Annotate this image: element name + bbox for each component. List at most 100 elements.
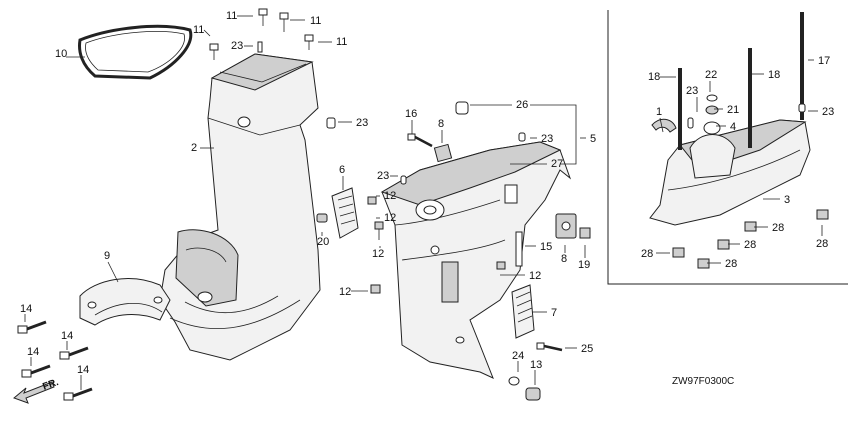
callout-c11a: 11 [226,10,253,22]
part-number-label: 12 [372,248,384,260]
bracket-5 [530,104,577,165]
callout-c17: 17 [808,55,830,67]
callout-c5: 5 [580,133,596,145]
callout-c1: 1 [656,106,664,133]
callout-c23e: 23 [686,85,698,112]
callout-c18b: 18 [752,69,780,81]
gear-case-assembly [649,12,829,269]
part-number-label: 12 [384,212,396,224]
part-number-label: 7 [551,307,557,319]
callout-c2: 2 [191,142,214,154]
bolt-14-group [17,320,93,401]
callout-c8b: 8 [561,245,567,265]
part-number-label: 28 [772,222,784,234]
part-number-label: 23 [231,40,243,52]
part-number-label: 16 [405,108,417,120]
gasket-ring [78,24,193,80]
part-number-label: 5 [590,133,596,145]
callout-c7: 7 [532,307,557,319]
water-screen-grille-6 [331,187,359,239]
callout-c23b: 23 [338,117,368,129]
callout-c26: 26 [470,99,528,111]
part-number-label: 4 [730,121,736,133]
callout-c15: 15 [525,241,552,253]
callout-c6: 6 [339,164,345,190]
part-number-label: 12 [339,286,351,298]
callout-c10: 10 [55,48,85,60]
diagram-code: ZW97F0300C [672,376,734,387]
callout-c21: 21 [714,104,739,116]
callout-c12d: 12 [500,270,541,282]
extension-case [159,41,336,361]
part-number-label: 23 [356,117,368,129]
part-number-label: 28 [744,239,756,251]
part-number-label: 10 [55,48,67,60]
callout-c8a: 8 [438,118,444,143]
part-number-label: 27 [551,158,563,170]
part-number-label: 18 [648,71,660,83]
part-number-label: 14 [20,303,32,315]
callout-c22: 22 [705,69,717,92]
callout-c19: 19 [578,245,590,271]
part-number-label: 2 [191,142,197,154]
callout-c11c: 11 [193,24,211,37]
callout-c28a: 28 [754,222,784,234]
callout-c14d: 14 [77,364,89,390]
callout-c28b: 28 [728,239,756,251]
part-number-label: 3 [784,194,790,206]
part-number-label: 1 [656,106,662,118]
callout-c23a: 23 [231,40,253,52]
callout-c12c: 12 [372,246,384,260]
part-number-label: 28 [641,248,653,260]
callout-c18a: 18 [648,71,676,83]
clamp-bracket [79,278,171,326]
part-number-label: 11 [193,24,204,36]
callout-c23f: 23 [808,106,834,118]
part-number-label: 22 [705,69,717,81]
part-number-label: 21 [727,104,739,116]
front-direction-arrow: FR. [13,377,60,404]
callout-c14a: 14 [20,303,32,322]
part-number-label: 23 [686,85,698,97]
small-hardware-center [316,101,591,401]
leader-line [107,261,119,283]
callout-c23d: 23 [377,170,398,182]
under-case [380,141,572,379]
leader-line [659,117,664,133]
part-number-label: 17 [818,55,830,67]
part-number-label: 11 [310,15,321,27]
part-number-label: 11 [336,36,347,48]
part-number-label: 14 [27,346,39,358]
callout-c24: 24 [512,350,524,372]
part-number-label: 23 [822,106,834,118]
part-number-label: 19 [578,259,590,271]
callout-c25: 25 [565,343,593,355]
part-number-label: 12 [384,190,396,202]
part-number-label: 9 [104,250,110,262]
part-number-label: 28 [816,238,828,250]
callout-c28e: 28 [816,225,828,250]
callout-c14b: 14 [61,330,73,350]
part-number-label: 14 [77,364,89,376]
callout-c23c: 23 [530,133,553,145]
part-number-label: 20 [317,236,329,248]
callout-c12a: 12 [376,190,396,202]
callout-c16: 16 [405,108,417,134]
part-number-label: 18 [768,69,780,81]
front-indicator-label: FR. [41,377,60,393]
part-number-label: 15 [540,241,552,253]
part-number-label: 14 [61,330,73,342]
water-screen-grille-7 [511,284,535,339]
part-number-label: 6 [339,164,345,176]
callout-c12b: 12 [376,212,396,224]
callout-c28d: 28 [707,258,737,270]
part-number-label: 8 [561,253,567,265]
callout-c20: 20 [317,232,329,248]
part-number-label: 25 [581,343,593,355]
inset-frame [607,10,848,285]
callout-c9: 9 [104,250,119,283]
callout-c12e: 12 [339,286,368,298]
callout-c28c: 28 [641,248,670,260]
